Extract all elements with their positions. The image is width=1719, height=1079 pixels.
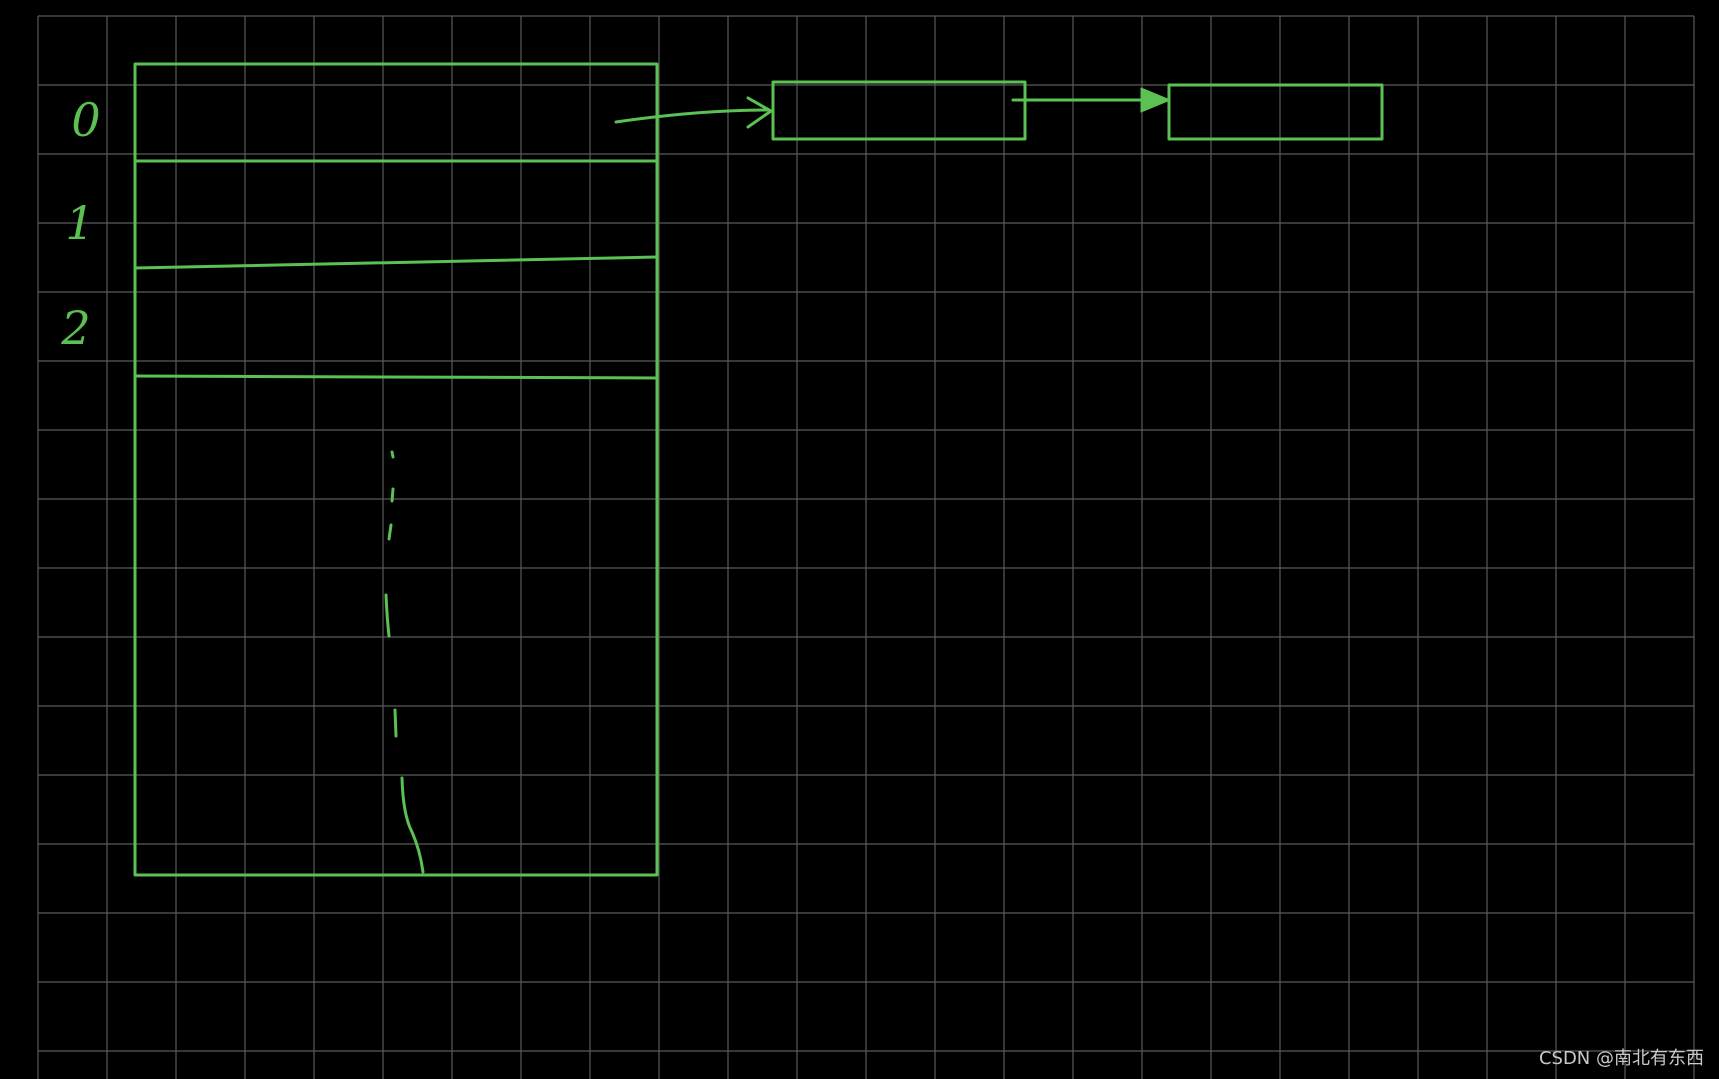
- background-grid: [37, 15, 1695, 1079]
- linked-list-node: [1167, 83, 1384, 141]
- row-index-label: 2: [61, 301, 91, 355]
- row-index-label: 1: [65, 196, 95, 250]
- watermark: CSDN @南北有东西: [1538, 1048, 1704, 1069]
- arrow-from-row-0: [614, 96, 773, 129]
- hash-table-array: [133, 62, 659, 877]
- row-index-label: 0: [71, 93, 101, 147]
- linked-list-node: [771, 80, 1027, 141]
- row-divider: [133, 255, 659, 270]
- ellipsis-marks: [384, 450, 425, 874]
- row-divider: [133, 374, 659, 380]
- arrowhead: [1140, 87, 1171, 113]
